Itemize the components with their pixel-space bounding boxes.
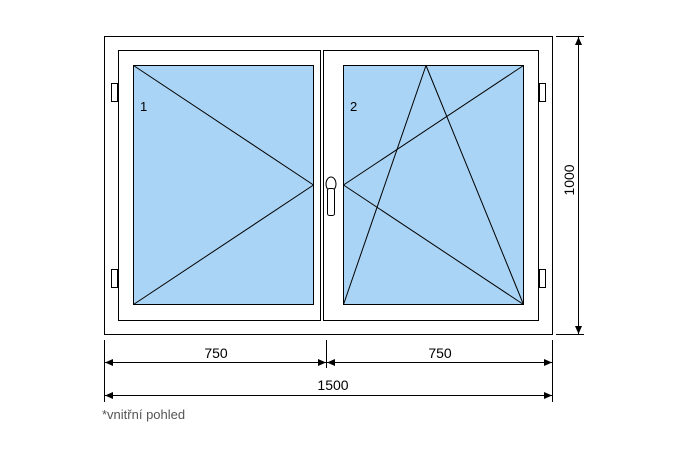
sash-number-1: 1 — [140, 99, 147, 114]
sash-right-glass — [343, 65, 524, 305]
sash-right-tilt-line — [425, 65, 524, 305]
hinge-icon — [111, 269, 118, 288]
height-dimension — [556, 36, 584, 335]
sash-number-2: 2 — [350, 99, 357, 114]
width-total-label: 1500 — [317, 377, 348, 393]
sash-right-opening-line — [343, 65, 524, 186]
height-label: 1000 — [561, 164, 577, 195]
width-right-label: 750 — [428, 345, 452, 361]
width-left-label: 750 — [204, 345, 228, 361]
view-note: *vnitřní pohled — [102, 407, 186, 422]
handle-icon — [325, 176, 337, 216]
width-dimensions — [104, 340, 553, 402]
hinge-icon — [539, 83, 546, 102]
sash-left-opening-line — [133, 184, 314, 305]
sash-left-opening-line — [133, 65, 314, 186]
sash-right-tilt-line — [343, 65, 427, 305]
sash-right-opening-line — [343, 184, 524, 305]
hinge-icon — [539, 269, 546, 288]
sash-left-glass — [133, 65, 314, 305]
hinge-icon — [111, 83, 118, 102]
